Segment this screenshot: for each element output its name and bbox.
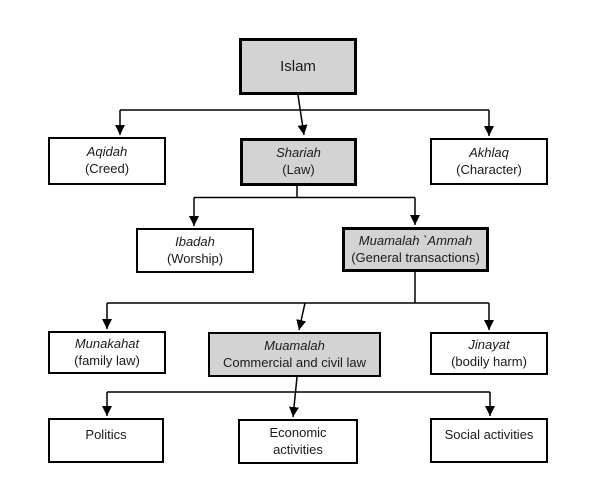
node-akhlaq: Akhlaq (Character) <box>430 138 548 185</box>
node-aqidah: Aqidah (Creed) <box>48 137 166 185</box>
node-politics: Politics <box>48 418 164 463</box>
node-muamalah-gloss: Commercial and civil law <box>222 354 367 370</box>
node-jinayat-name: Jinayat <box>468 336 510 352</box>
node-ibadah-name: Ibadah <box>175 233 215 249</box>
node-economic-activities: Economic activities <box>238 419 358 464</box>
node-jinayat-gloss: (bodily harm) <box>451 353 527 369</box>
node-ibadah: Ibadah (Worship) <box>136 228 254 273</box>
edge-muamalah-ammah-muamalah <box>296 302 307 331</box>
node-aqidah-name: Aqidah <box>86 144 128 160</box>
node-akhlaq-name: Akhlaq <box>469 144 509 160</box>
node-economic-line2: activities <box>273 441 323 457</box>
node-muamalah-ammah-gloss: (General transactions) <box>351 249 480 265</box>
node-akhlaq-gloss: (Character) <box>456 161 522 177</box>
node-shariah-gloss: (Law) <box>282 162 315 177</box>
edge-muamalah-economic <box>289 376 299 418</box>
node-munakahat-gloss: (family law) <box>74 352 140 368</box>
node-muamalah-ammah-name: Muamalah `Ammah <box>358 232 473 248</box>
node-jinayat: Jinayat (bodily harm) <box>430 332 548 375</box>
node-economic-line1: Economic <box>269 424 327 440</box>
node-ibadah-gloss: (Worship) <box>166 250 224 266</box>
node-islam: Islam <box>239 38 357 95</box>
node-munakahat-name: Munakahat <box>74 335 140 351</box>
node-shariah-name: Shariah <box>276 145 321 161</box>
edge-islam-shariah <box>297 94 308 136</box>
node-islam-label: Islam <box>280 57 316 75</box>
node-aqidah-gloss: (Creed) <box>84 161 130 176</box>
node-politics-label: Politics <box>85 427 127 442</box>
node-social-activities: Social activities <box>430 418 548 463</box>
node-social-label: Social activities <box>444 427 534 442</box>
node-shariah: Shariah (Law) <box>240 138 357 186</box>
node-munakahat: Munakahat (family law) <box>48 331 166 374</box>
node-muamalah-ammah: Muamalah `Ammah (General transactions) <box>342 227 489 272</box>
node-muamalah: Muamalah Commercial and civil law <box>208 332 381 377</box>
node-muamalah-name: Muamalah <box>264 337 325 353</box>
